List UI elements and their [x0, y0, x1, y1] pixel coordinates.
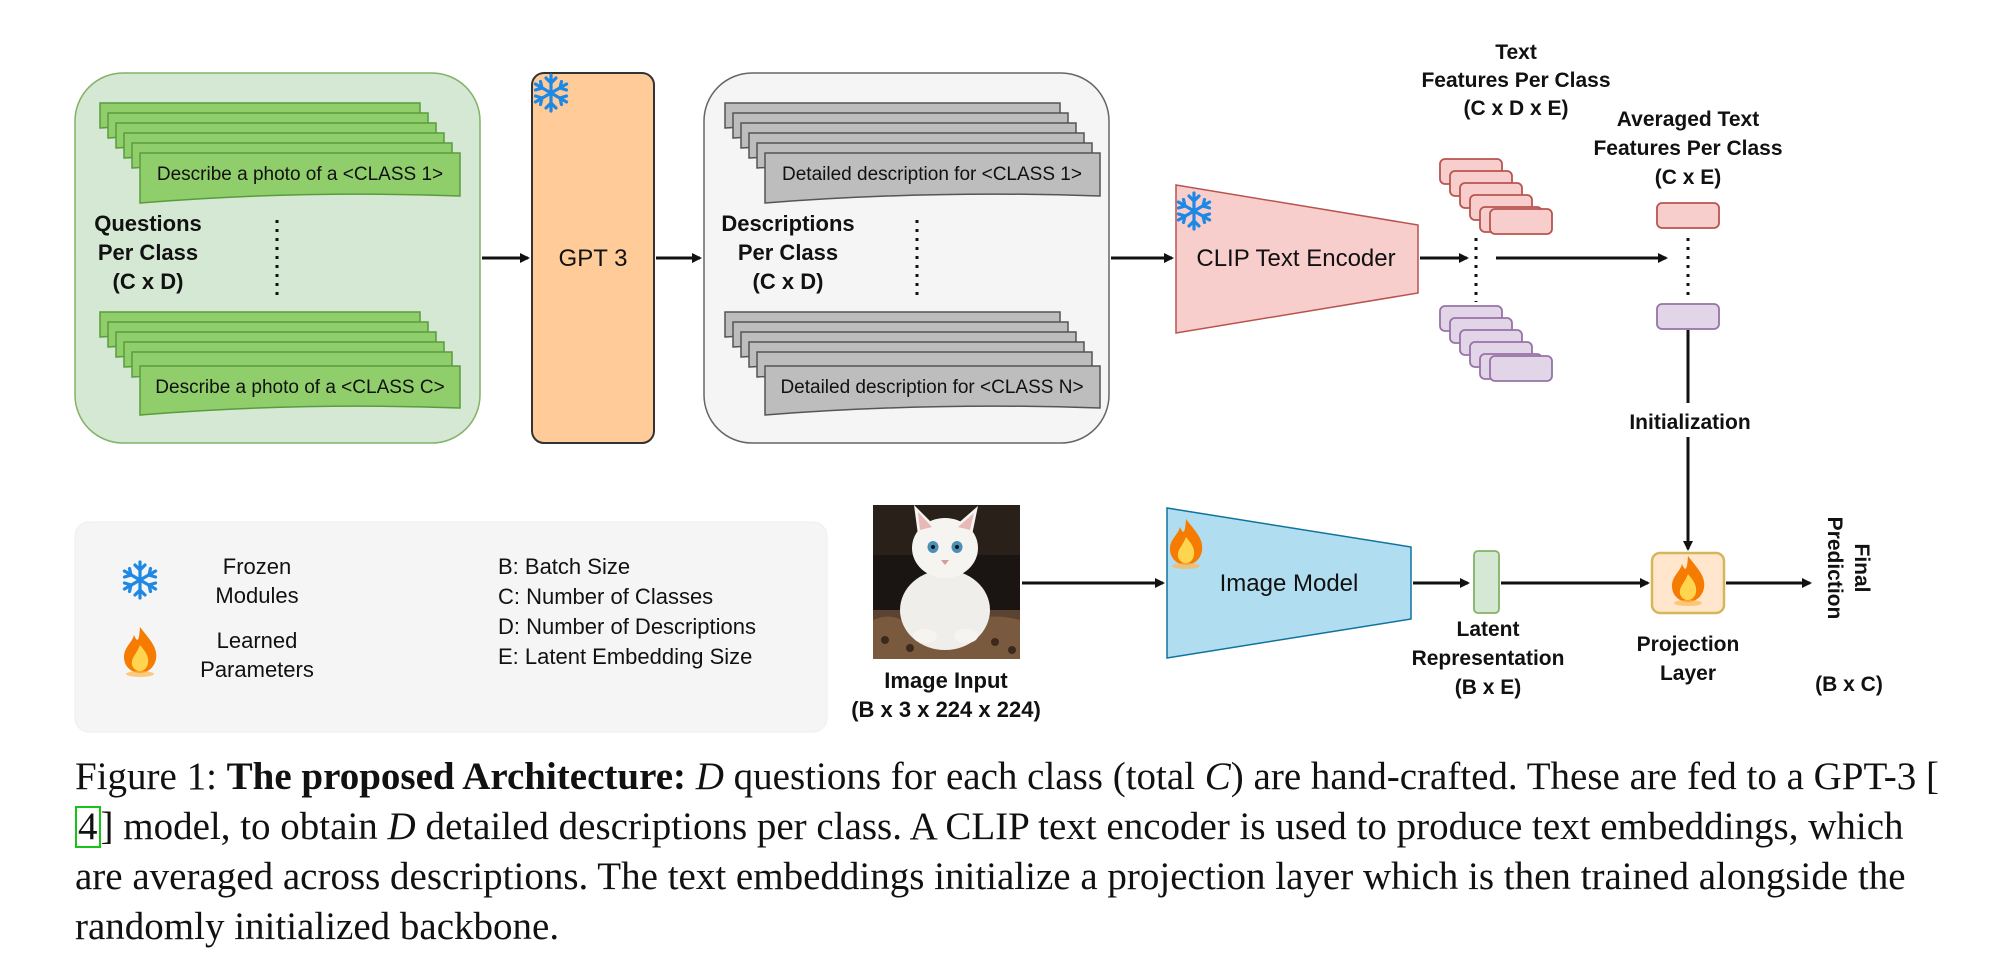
legend-learned-1: Learned: [217, 628, 298, 653]
caption-var-d-2: D: [387, 805, 416, 848]
legend-frozen-2: Modules: [215, 583, 298, 608]
descriptions-label-1: Descriptions: [721, 211, 854, 236]
legend-frozen-1: Frozen: [223, 554, 291, 579]
legend-def-e: E: Latent Embedding Size: [498, 644, 752, 669]
latent-representation: Latent Representation (B x E): [1412, 550, 1565, 699]
question-card-first: Describe a photo of a <CLASS 1>: [157, 164, 443, 185]
legend-def-d: D: Number of Descriptions: [498, 614, 756, 639]
purple-feature-stack: [1439, 305, 1553, 382]
latent-label-1: Latent: [1457, 618, 1520, 641]
caption-text-3: ] model, to obtain: [100, 805, 388, 848]
legend-def-c: C: Number of Classes: [498, 584, 713, 609]
averaged-label-2: Features Per Class: [1593, 137, 1782, 160]
gpt3-block: GPT 3: [531, 72, 655, 444]
final-label-2: Prediction: [1823, 517, 1846, 620]
image-input-label-1: Image Input: [884, 668, 1008, 693]
clip-text-encoder: CLIP Text Encoder: [1175, 184, 1419, 334]
final-label-1: Final: [1850, 543, 1873, 592]
caption-prefix: Figure 1:: [75, 755, 227, 798]
averaged-text-features: Averaged Text Features Per Class (C x E): [1593, 108, 1783, 330]
citation-link[interactable]: 4: [75, 806, 101, 848]
descriptions-label-3: (C x D): [753, 269, 824, 294]
initialization-label: Initialization: [1629, 411, 1750, 434]
questions-label-1: Questions: [94, 211, 202, 236]
caption-text-2: ) are hand-crafted. These are fed to a G…: [1230, 755, 1939, 798]
projection-label-1: Projection: [1637, 633, 1740, 656]
caption-var-d: D: [695, 755, 724, 798]
red-feature-stack: [1439, 158, 1553, 235]
latent-label-2: Representation: [1412, 647, 1565, 670]
text-features-label-3: (C x D x E): [1463, 97, 1568, 120]
caption-text-1: questions for each class (total: [723, 755, 1205, 798]
projection-layer: Projection Layer: [1637, 551, 1740, 685]
text-features-per-class: Text Features Per Class (C x D x E): [1421, 41, 1611, 382]
questions-panel: Describe a photo of a <CLASS 1> Question…: [74, 72, 481, 444]
image-input-label-2: (B x 3 x 224 x 224): [851, 697, 1041, 722]
questions-label-2: Per Class: [98, 240, 198, 265]
figure-caption: Figure 1: The proposed Architecture: D q…: [75, 752, 1955, 952]
description-cards-bottom: Detailed description for <CLASS N>: [724, 311, 1101, 416]
clip-encoder-label: CLIP Text Encoder: [1196, 245, 1395, 272]
question-card-last: Describe a photo of a <CLASS C>: [155, 377, 444, 398]
image-model-label: Image Model: [1220, 570, 1359, 597]
description-cards-top: Detailed description for <CLASS 1>: [724, 102, 1101, 204]
averaged-label-3: (C x E): [1655, 166, 1722, 189]
kitten-image: [873, 505, 1020, 659]
caption-text-4: detailed descriptions per class. A CLIP …: [75, 805, 1906, 948]
text-features-label-1: Text: [1495, 41, 1537, 64]
image-input: Image Input (B x 3 x 224 x 224): [851, 505, 1041, 722]
legend: Frozen Modules Learned Parameters B: Bat…: [74, 521, 828, 733]
description-card-last: Detailed description for <CLASS N>: [780, 377, 1083, 398]
legend-learned-2: Parameters: [200, 657, 314, 682]
final-shape-label: (B x C): [1815, 673, 1883, 696]
averaged-label-1: Averaged Text: [1617, 108, 1759, 131]
final-prediction: Final Prediction (B x C): [1815, 517, 1883, 696]
legend-def-b: B: Batch Size: [498, 554, 630, 579]
image-model: Image Model: [1166, 507, 1412, 659]
descriptions-panel: Detailed description for <CLASS 1> Descr…: [703, 72, 1110, 444]
projection-label-2: Layer: [1660, 662, 1716, 685]
questions-label-3: (C x D): [113, 269, 184, 294]
caption-var-c: C: [1204, 755, 1231, 798]
question-cards-top: Describe a photo of a <CLASS 1>: [99, 102, 461, 204]
question-cards-bottom: Describe a photo of a <CLASS C>: [99, 311, 461, 416]
descriptions-label-2: Per Class: [738, 240, 838, 265]
text-features-label-2: Features Per Class: [1421, 69, 1610, 92]
description-card-first: Detailed description for <CLASS 1>: [782, 164, 1082, 185]
latent-label-3: (B x E): [1455, 676, 1522, 699]
gpt3-label: GPT 3: [559, 245, 628, 272]
caption-title: The proposed Architecture:: [226, 755, 686, 798]
